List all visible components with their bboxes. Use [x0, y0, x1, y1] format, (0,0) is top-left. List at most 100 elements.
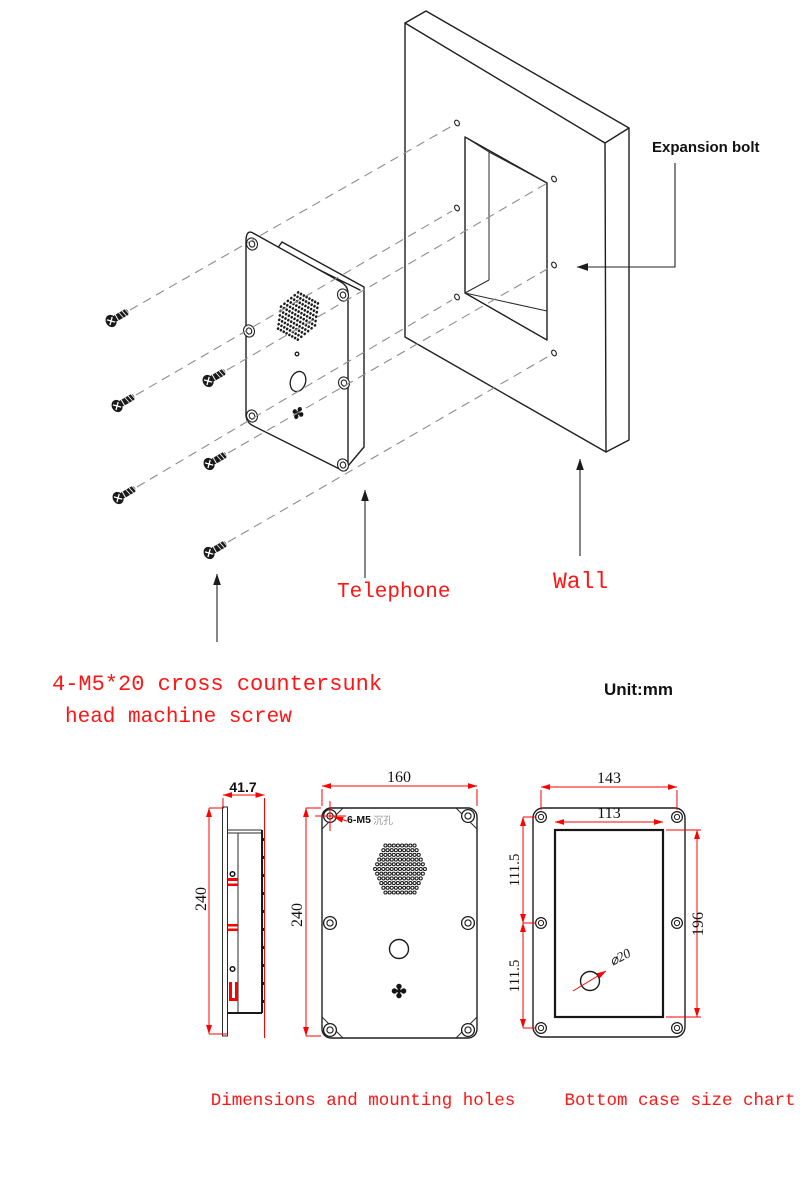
grille-dot — [416, 862, 421, 867]
grille-dot — [400, 890, 405, 895]
case-edge-tick — [261, 910, 264, 913]
button-hole-front — [388, 938, 410, 960]
grille-dot — [312, 309, 316, 313]
grille-dot — [313, 300, 317, 304]
grille-dot — [383, 862, 388, 867]
grille-dot — [285, 331, 288, 335]
grille-dot — [306, 306, 310, 309]
side-red-clips — [227, 878, 238, 1001]
grille-dot — [315, 310, 319, 314]
dim-196: 196 — [690, 912, 707, 936]
grille-dot — [414, 857, 419, 862]
telephone-3d-drawing — [241, 231, 365, 474]
grille-dot — [281, 311, 285, 314]
grille-dot — [389, 885, 394, 890]
grille-dot — [293, 293, 296, 297]
grille-dot — [316, 302, 320, 305]
grille-dot — [299, 292, 303, 296]
side-case-top — [227, 829, 262, 1013]
grille-dot — [296, 314, 300, 318]
grille-dot — [301, 298, 305, 302]
grille-dot — [400, 843, 405, 848]
grille-dot — [301, 326, 304, 330]
grille-dot — [391, 890, 396, 895]
machine-screws — [102, 305, 230, 562]
grille-dot — [412, 852, 417, 857]
front-screw-holes — [322, 808, 476, 1038]
expansion-bolt-leader — [576, 163, 676, 271]
expansion-bolt-label: Expansion bolt — [652, 139, 760, 156]
side-case-ticks — [261, 838, 264, 1003]
grille-dot — [308, 316, 312, 320]
grille-dot — [296, 295, 299, 299]
grille-dot — [381, 857, 386, 862]
screw — [102, 305, 132, 330]
grille-dot — [391, 862, 396, 867]
side-pin-hole — [229, 965, 236, 973]
grille-dot — [312, 313, 315, 317]
grille-dot — [414, 885, 419, 890]
grille-dot — [291, 311, 294, 315]
grille-dot — [410, 857, 415, 862]
case-edge-tick — [261, 874, 264, 877]
dim-111-5-upper: 111.5 — [507, 854, 523, 887]
grille-dot — [389, 876, 394, 881]
grille-dot — [416, 871, 421, 876]
grille-dot — [294, 332, 297, 335]
telephone-label: Telephone — [337, 581, 450, 604]
grille-dot — [309, 312, 312, 315]
grille-dot — [297, 310, 300, 313]
grille-dot — [408, 890, 413, 895]
grille-dot — [385, 866, 390, 872]
grille-dot — [281, 315, 284, 319]
case-edge-tick — [261, 964, 264, 967]
grille-dot — [303, 332, 307, 336]
grille-dot — [379, 852, 384, 857]
grille-dot — [301, 302, 304, 306]
grille-dot — [292, 326, 295, 330]
grille-dot — [286, 299, 290, 303]
grille-dot — [291, 307, 295, 310]
grille-dot — [397, 866, 403, 872]
grille-dot — [383, 890, 388, 895]
grille-dot — [313, 304, 316, 308]
grille-dot — [412, 871, 417, 876]
dim-6-m5: 6-M5 — [347, 814, 371, 826]
grille-dot — [404, 871, 409, 876]
grille-dot — [287, 318, 290, 322]
grille-dot — [385, 848, 390, 853]
grille-dot — [410, 848, 415, 853]
wall-hole — [454, 119, 460, 127]
grille-dot — [389, 857, 394, 862]
case-edge-tick — [261, 1000, 264, 1003]
front-view-drawing: 160 240 6-M5 沉孔 — [289, 769, 478, 1039]
screw-note-line2: head machine screw — [65, 706, 292, 729]
grille-dot — [313, 324, 317, 327]
wall-hole — [551, 261, 557, 269]
grille-dot — [408, 881, 413, 886]
grille-dot — [377, 876, 382, 881]
grille-dot — [300, 307, 304, 311]
grille-dot — [294, 308, 298, 312]
grille-dot — [302, 317, 305, 321]
grille-dot — [306, 329, 310, 333]
grille-dot — [299, 297, 302, 300]
grille-dot — [385, 885, 390, 890]
grille-dot — [283, 321, 287, 325]
grille-dot — [290, 315, 294, 319]
grille-dot — [410, 885, 415, 890]
grille-dot — [387, 871, 392, 876]
grille-dot — [383, 871, 388, 876]
grille-dot — [287, 314, 291, 318]
grille-dot — [404, 852, 409, 857]
grille-dot — [293, 313, 297, 316]
front-corner-chamfers — [321, 807, 478, 1039]
grille-dot — [379, 862, 384, 867]
grille-dot — [408, 871, 413, 876]
grille-dot — [408, 852, 413, 857]
grille-dot — [393, 848, 398, 853]
grille-dot — [300, 335, 303, 339]
case-edge-tick — [261, 928, 264, 931]
grille-dot — [310, 298, 314, 302]
